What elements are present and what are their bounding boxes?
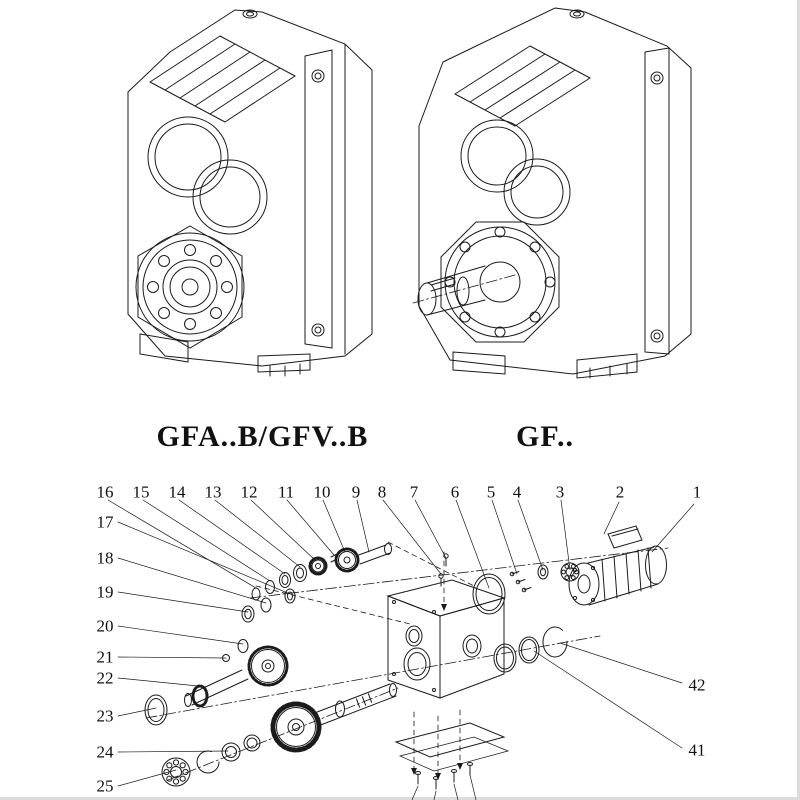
housing-outline-left <box>127 9 373 367</box>
input-shaft-parts <box>251 543 392 601</box>
callout-9: 9 <box>351 482 361 502</box>
callout-2: 2 <box>615 482 625 502</box>
callout-20: 20 <box>96 616 114 636</box>
callout-25: 25 <box>96 776 114 796</box>
assembly-axes <box>145 541 669 781</box>
cooling-fins-right <box>454 45 591 127</box>
callout-11: 11 <box>277 482 295 502</box>
right-model-caption: GF.. <box>516 420 574 453</box>
callout-5: 5 <box>486 482 496 502</box>
intermediate-gear-parts <box>144 588 296 726</box>
callout-22: 22 <box>96 668 114 688</box>
exploded-parts-diagram <box>107 499 695 800</box>
callout-13: 13 <box>204 482 222 502</box>
output-flange-right <box>440 221 560 343</box>
output-bearing-left <box>135 225 245 349</box>
callout-23: 23 <box>96 706 114 726</box>
callout-18: 18 <box>96 548 114 568</box>
output-shaft-parts <box>161 683 397 787</box>
callout-8: 8 <box>377 482 387 502</box>
left-model-caption: GFA..B/GFV..B <box>156 420 369 453</box>
callout-10: 10 <box>313 482 331 502</box>
callout-16: 16 <box>96 482 114 502</box>
retaining-rings <box>493 626 568 673</box>
housing-outline-right <box>418 7 692 375</box>
gearbox-right-drawing <box>412 7 692 379</box>
callout-6: 6 <box>450 482 460 502</box>
callout-4: 4 <box>512 482 522 502</box>
callout-41: 41 <box>688 740 706 760</box>
motor-assembly <box>472 525 667 615</box>
shaft-bores-left <box>147 116 268 235</box>
callout-21: 21 <box>96 647 114 667</box>
shaft-bores-right <box>460 119 571 226</box>
callout-1: 1 <box>692 482 702 502</box>
callout-12: 12 <box>240 482 258 502</box>
callout-3: 3 <box>555 482 565 502</box>
callout-17: 17 <box>96 512 114 532</box>
callout-14: 14 <box>168 482 186 502</box>
mounting-feet-right <box>452 351 638 379</box>
mounting-feet-left <box>139 333 311 377</box>
callout-19: 19 <box>96 582 114 602</box>
cooling-fins-left <box>149 35 296 123</box>
callout-15: 15 <box>132 482 150 502</box>
callout-7: 7 <box>409 482 419 502</box>
callout-24: 24 <box>96 742 114 762</box>
callout-42: 42 <box>688 675 706 695</box>
output-shaft-right <box>412 265 516 316</box>
gear-housing <box>386 553 506 699</box>
gearbox-left-drawing <box>127 9 373 377</box>
leader-lines <box>107 499 695 800</box>
cover-plate-and-gasket <box>394 722 510 790</box>
